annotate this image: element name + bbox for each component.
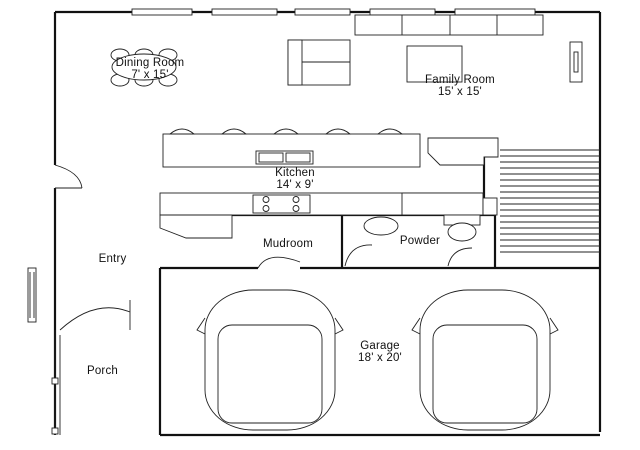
cooktop-icon	[252, 194, 311, 214]
porch-label: Porch	[65, 365, 140, 377]
tv-icon	[569, 41, 583, 83]
dining-room-label: Dining Room 7' x 15'	[110, 57, 190, 81]
kitchen-label: Kitchen 14' x 9'	[255, 167, 335, 191]
powder-sink	[363, 216, 399, 236]
entry-window	[27, 267, 37, 323]
dining-table-icon	[110, 48, 178, 87]
mudroom-label: Mudroom	[238, 238, 338, 250]
entry-label: Entry	[80, 253, 145, 265]
room-size: 15' x 15'	[438, 86, 482, 98]
kitchen-counter	[159, 192, 498, 216]
car-icon	[196, 289, 344, 431]
sink-icon	[255, 150, 314, 165]
room-name: Dining Room	[115, 57, 185, 69]
room-size: 7' x 15'	[131, 69, 169, 81]
powder-doors	[344, 244, 473, 267]
family-room-label: Family Room 15' x 15'	[410, 74, 510, 98]
window-row	[131, 8, 536, 16]
side-door	[54, 164, 83, 189]
room-name: Mudroom	[263, 238, 313, 250]
room-size: 14' x 9'	[276, 179, 314, 191]
garage-label: Garage 18' x 20'	[330, 340, 430, 364]
mudroom-door	[257, 256, 301, 269]
room-name: Family Room	[425, 74, 495, 86]
stairs-icon	[500, 149, 600, 253]
toilet-icon	[443, 214, 481, 242]
powder-label: Powder	[375, 235, 465, 247]
room-name: Porch	[86, 365, 119, 377]
mudroom-bench	[159, 214, 233, 239]
bar-stool-icon	[168, 128, 404, 135]
room-size: 18' x 20'	[358, 352, 402, 364]
refrigerator	[427, 137, 499, 166]
front-door	[59, 300, 131, 435]
coffee-table	[406, 45, 463, 83]
car-icon-2	[411, 289, 559, 431]
porch-outline	[51, 330, 59, 435]
room-name: Entry	[98, 253, 127, 265]
room-name: Powder	[399, 235, 441, 247]
sofa-icon	[287, 14, 544, 86]
room-name: Garage	[360, 340, 400, 352]
room-name: Kitchen	[275, 167, 315, 179]
